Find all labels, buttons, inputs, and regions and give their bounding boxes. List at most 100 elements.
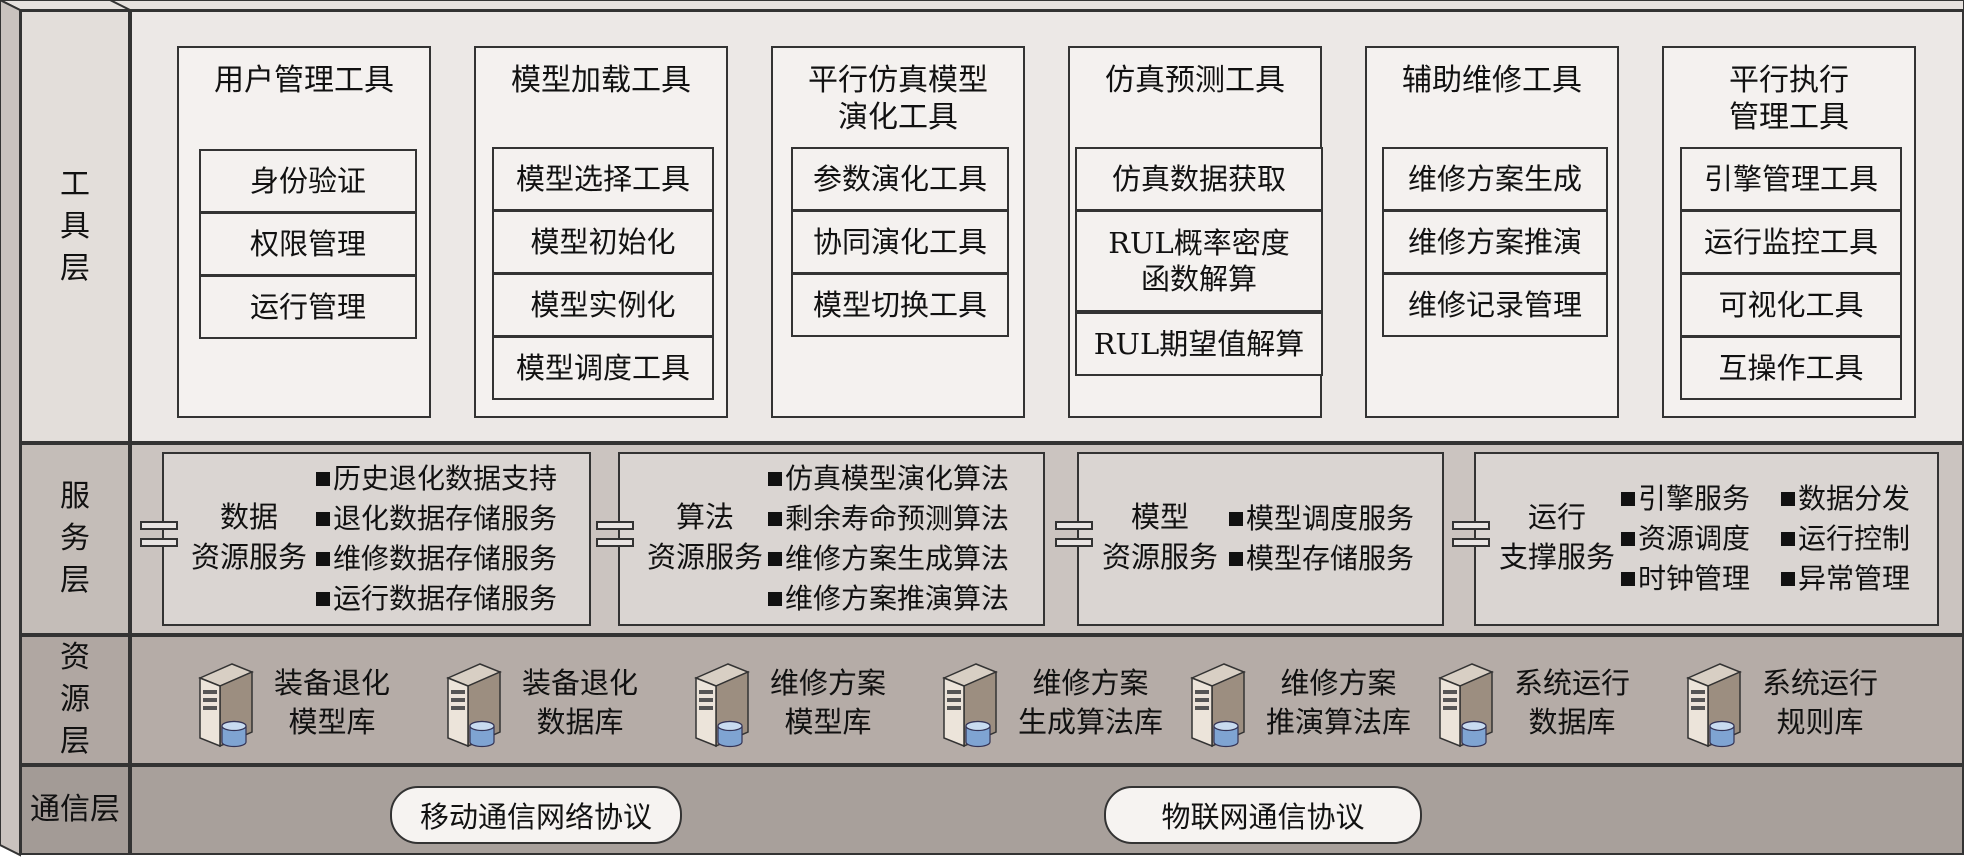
resource-item: 系统运行 规则库	[1680, 660, 1920, 760]
tool-item: RUL期望值解算	[1075, 312, 1323, 376]
protocol-pill: 移动通信网络协议	[390, 786, 682, 844]
tool-group-execution-management: 平行执行 管理工具 引擎管理工具 运行监控工具 可视化工具 互操作工具	[1662, 46, 1916, 418]
tool-item: 模型选择工具	[492, 147, 714, 211]
service-item: 仿真模型演化算法	[768, 459, 1009, 499]
tool-item: 身份验证	[199, 149, 417, 213]
service-layer-label: 服务层	[20, 443, 130, 635]
database-server-icon	[1680, 660, 1750, 750]
bullet-square-icon	[316, 552, 330, 566]
bullet-square-icon	[1229, 512, 1243, 526]
resource-layer	[130, 635, 1964, 765]
service-group-name: 模型 资源服务	[1101, 500, 1218, 574]
tool-group-user: 用户管理工具 身份验证 权限管理 运行管理	[177, 46, 431, 418]
bullet-square-icon	[768, 592, 782, 606]
tool-item: 运行监控工具	[1680, 210, 1902, 274]
tool-item: 模型初始化	[492, 210, 714, 274]
tool-item: 可视化工具	[1680, 273, 1902, 337]
tool-item: 仿真数据获取	[1075, 147, 1323, 211]
resource-label: 维修方案 生成算法库	[1018, 666, 1164, 739]
database-server-icon	[192, 660, 262, 750]
service-group-data: 数据 资源服务 历史退化数据支持 退化数据存储服务 维修数据存储服务 运行数据存…	[162, 452, 591, 626]
resource-item: 装备退化 模型库	[192, 660, 432, 760]
service-item: 模型调度服务	[1229, 499, 1414, 539]
component-port-icon	[140, 521, 178, 555]
bullet-square-icon	[1229, 552, 1243, 566]
bullet-square-icon	[1781, 572, 1795, 586]
tool-item: 模型切换工具	[791, 273, 1009, 337]
service-group-name: 算法 资源服务	[646, 500, 763, 574]
database-server-icon	[1432, 660, 1502, 750]
resource-label: 维修方案 推演算法库	[1266, 666, 1412, 739]
service-group-list: 数据分发 运行控制 异常管理	[1781, 479, 1910, 599]
tool-layer	[130, 10, 1964, 443]
service-item: 维修数据存储服务	[316, 539, 557, 579]
database-server-icon	[440, 660, 510, 750]
service-group-algorithm: 算法 资源服务 仿真模型演化算法 剩余寿命预测算法 维修方案生成算法 维修方案推…	[618, 452, 1045, 626]
database-server-icon	[688, 660, 758, 750]
tool-group-model-load: 模型加载工具 模型选择工具 模型初始化 模型实例化 模型调度工具	[474, 46, 728, 418]
service-group-list: 引擎服务 资源调度 时钟管理	[1621, 479, 1750, 599]
bullet-square-icon	[316, 592, 330, 606]
database-server-icon	[1184, 660, 1254, 750]
tool-group-maintenance: 辅助维修工具 维修方案生成 维修方案推演 维修记录管理	[1365, 46, 1619, 418]
service-item: 运行数据存储服务	[316, 579, 557, 619]
service-group-name: 运行 支撑服务	[1498, 500, 1615, 574]
service-group-name: 数据 资源服务	[190, 500, 307, 574]
service-item: 引擎服务	[1621, 479, 1750, 519]
service-layer-label-text: 服务层	[60, 479, 90, 598]
service-group-runtime: 运行 支撑服务 引擎服务 资源调度 时钟管理 数据分发 运行控制 异常管理	[1474, 452, 1939, 626]
service-item: 剩余寿命预测算法	[768, 499, 1009, 539]
tool-group-title: 辅助维修工具	[1402, 63, 1582, 98]
tool-group-title: 用户管理工具	[214, 63, 394, 98]
service-group-list: 历史退化数据支持 退化数据存储服务 维修数据存储服务 运行数据存储服务	[316, 459, 557, 619]
service-item: 异常管理	[1781, 559, 1910, 599]
bullet-square-icon	[316, 472, 330, 486]
resource-label: 装备退化 数据库	[522, 666, 639, 739]
tool-item: 运行管理	[199, 275, 417, 339]
resource-item: 系统运行 数据库	[1432, 660, 1672, 760]
service-item: 退化数据存储服务	[316, 499, 557, 539]
comm-layer-label-text: 通信层	[30, 792, 120, 827]
comm-layer-label: 通信层	[20, 765, 130, 855]
tool-group-simulation-prediction: 仿真预测工具 仿真数据获取 RUL概率密度 函数解算 RUL期望值解算	[1068, 46, 1323, 418]
bullet-square-icon	[1621, 492, 1635, 506]
service-item: 维修方案推演算法	[768, 579, 1009, 619]
bullet-square-icon	[768, 512, 782, 526]
resource-label: 系统运行 规则库	[1762, 666, 1879, 739]
bullet-square-icon	[316, 512, 330, 526]
resource-item: 装备退化 数据库	[440, 660, 680, 760]
service-item: 数据分发	[1781, 479, 1910, 519]
bullet-square-icon	[1781, 492, 1795, 506]
resource-layer-label-text: 资源层	[60, 640, 90, 759]
tool-group-title: 模型加载工具	[511, 63, 691, 98]
bullet-square-icon	[768, 552, 782, 566]
tool-item: 权限管理	[199, 212, 417, 276]
tool-layer-label-text: 工具层	[60, 166, 90, 286]
left-face	[0, 0, 21, 857]
tool-item: 引擎管理工具	[1680, 147, 1902, 211]
tool-item: RUL概率密度 函数解算	[1075, 210, 1323, 312]
service-group-list: 仿真模型演化算法 剩余寿命预测算法 维修方案生成算法 维修方案推演算法	[768, 459, 1009, 619]
service-item: 时钟管理	[1621, 559, 1750, 599]
service-item: 资源调度	[1621, 519, 1750, 559]
bullet-square-icon	[1781, 532, 1795, 546]
resource-item: 维修方案 生成算法库	[936, 660, 1176, 760]
bullet-square-icon	[1621, 532, 1635, 546]
tool-item: 维修方案推演	[1382, 210, 1608, 274]
service-item: 运行控制	[1781, 519, 1910, 559]
tool-item: 互操作工具	[1680, 336, 1902, 400]
tool-group-model-evolution: 平行仿真模型 演化工具 参数演化工具 协同演化工具 模型切换工具	[771, 46, 1025, 418]
service-item: 历史退化数据支持	[316, 459, 557, 499]
tool-item: 维修记录管理	[1382, 273, 1608, 337]
tool-group-title: 平行执行 管理工具	[1729, 63, 1849, 135]
service-group-list: 模型调度服务 模型存储服务	[1229, 499, 1414, 579]
database-server-icon	[936, 660, 1006, 750]
resource-label: 装备退化 模型库	[274, 666, 391, 739]
resource-label: 维修方案 模型库	[770, 666, 887, 739]
tool-item: 参数演化工具	[791, 147, 1009, 211]
component-port-icon	[596, 521, 634, 555]
service-item: 模型存储服务	[1229, 539, 1414, 579]
resource-layer-label: 资源层	[20, 635, 130, 765]
